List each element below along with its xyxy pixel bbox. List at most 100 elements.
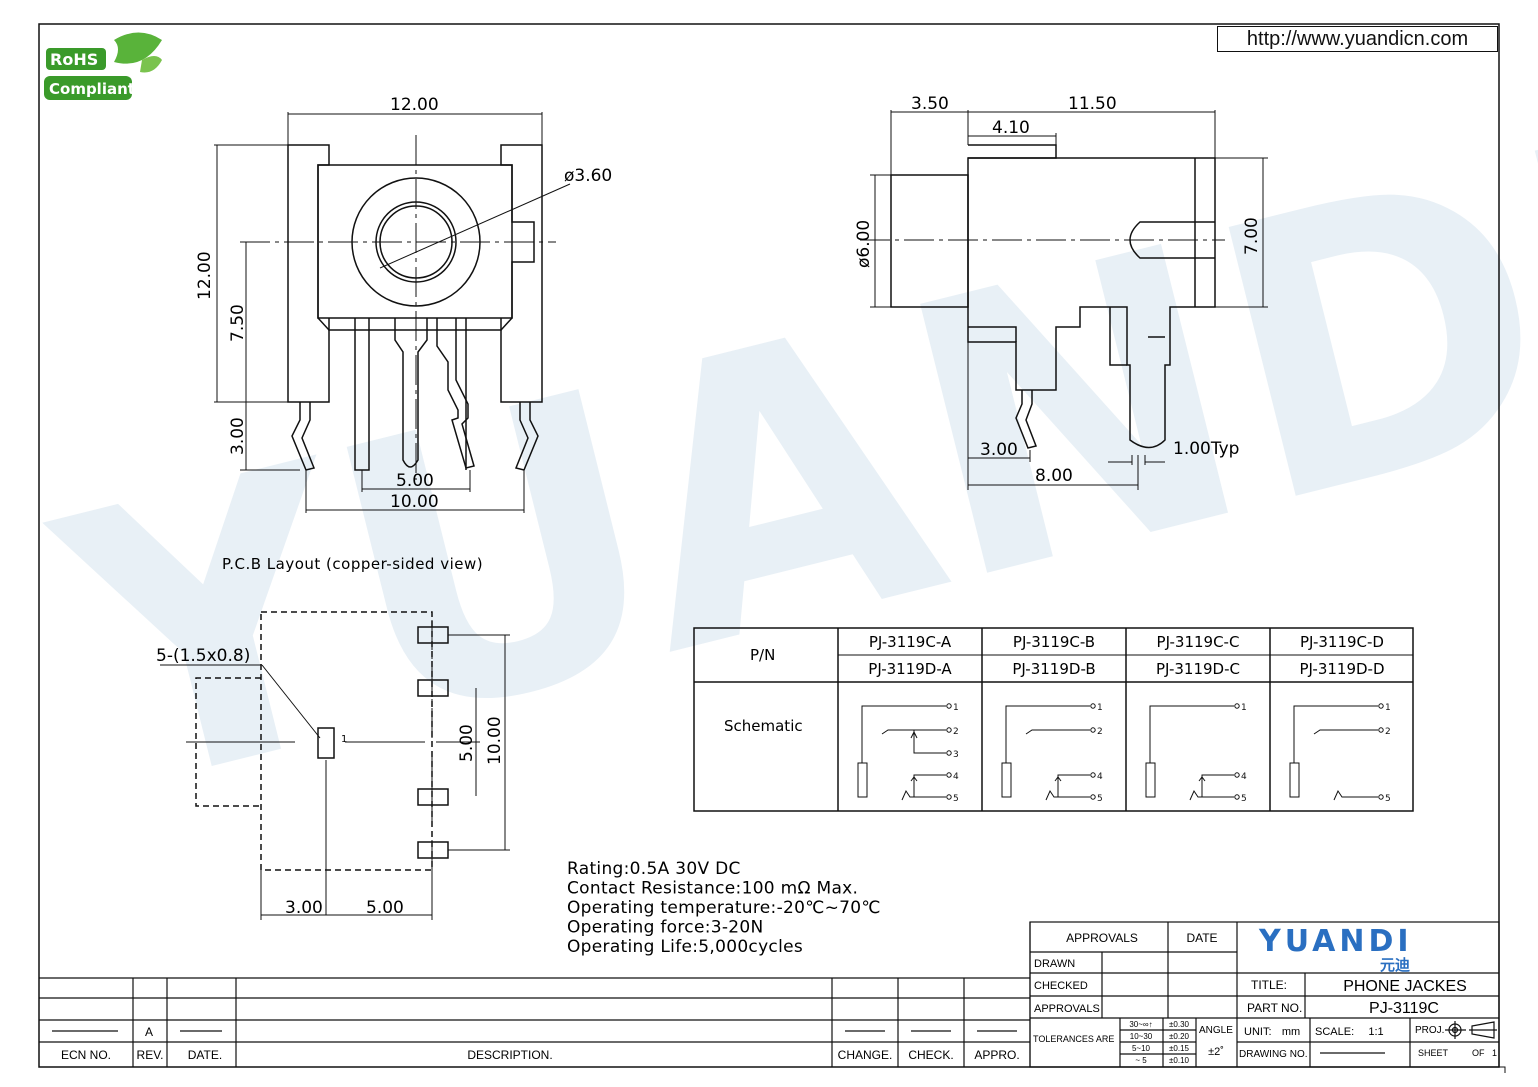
tolerance-range: 30~∞↑ — [1129, 1020, 1152, 1029]
schematic-pin-label: 3 — [953, 750, 959, 760]
schematic-pin-label: 1 — [1097, 703, 1103, 713]
pcb-pad — [417, 841, 449, 859]
schematic-pin-label: 2 — [1097, 727, 1103, 737]
tolerance-range: 5~10 — [1132, 1044, 1151, 1053]
schematic-pin-label: 4 — [953, 772, 959, 782]
title-block-text: 1 — [1492, 1048, 1497, 1058]
pn-c-cell: PJ-3119C-A — [869, 633, 952, 651]
tolerance-value: ±0.15 — [1169, 1044, 1190, 1053]
pcb-layout — [160, 611, 510, 920]
pn-d-cell: PJ-3119D-C — [1156, 660, 1240, 678]
title-block-text: UNIT: — [1244, 1026, 1272, 1038]
pn-c-cell: PJ-3119C-D — [1300, 633, 1384, 651]
tolerance-range: ~ 5 — [1135, 1056, 1147, 1065]
website-url[interactable]: http://www.yuandicn.com — [1217, 26, 1498, 52]
title-block-text: PART NO. — [1247, 1001, 1302, 1015]
schematic-symbol: 1 2 5 — [1289, 703, 1391, 804]
revision-block — [39, 922, 1031, 1067]
revision-header: CHECK. — [908, 1048, 953, 1062]
side-dim-barrel: ø6.00 — [854, 220, 874, 268]
title-block-text: ±2˚ — [1208, 1046, 1224, 1058]
front-dim-width: 12.00 — [390, 95, 439, 115]
spec-line: Contact Resistance:100 mΩ Max. — [567, 879, 858, 899]
schematic-pin-label: 1 — [953, 703, 959, 713]
front-dim-pin-span: 10.00 — [390, 492, 439, 512]
front-dim-hole: ø3.60 — [564, 166, 612, 186]
pcb-pad — [417, 788, 449, 806]
tolerance-value: ±0.10 — [1169, 1056, 1190, 1065]
pn-d-cell: PJ-3119D-D — [1299, 660, 1384, 678]
sheet-border — [38, 23, 1500, 1068]
front-dim-height: 12.00 — [195, 251, 215, 300]
pcb-dim-half: 5.00 — [457, 724, 477, 762]
pcb-title: P.C.B Layout (copper-sided view) — [222, 555, 483, 573]
spec-line: Operating force:3-20N — [567, 918, 764, 938]
side-dim-front: 3.50 — [911, 94, 949, 114]
title-block-text: PROJ. — [1415, 1025, 1444, 1036]
title-block-text: APPROVALS — [1034, 1003, 1100, 1015]
pn-table — [693, 627, 1414, 812]
revision-header: DESCRIPTION. — [467, 1048, 552, 1062]
side-dim-body: 11.50 — [1068, 94, 1117, 114]
pn-d-cell: PJ-3119D-B — [1012, 660, 1095, 678]
side-view — [860, 110, 1268, 490]
pcb-dim-left: 3.00 — [285, 898, 323, 918]
schematic-pin-label: 2 — [953, 727, 959, 737]
side-dim-pin-offset: 3.00 — [980, 440, 1018, 460]
schematic-pin-label: 2 — [1385, 727, 1391, 737]
title-block-text: SCALE: — [1315, 1026, 1354, 1038]
pn-c-cell: PJ-3119C-B — [1013, 633, 1095, 651]
schematic-pin-label: 1 — [1385, 703, 1391, 713]
revision-header: REV. — [137, 1048, 164, 1062]
title-block-text: APPROVALS — [1066, 931, 1138, 945]
pcb-pad-1 — [317, 727, 335, 759]
revision-header: DATE. — [188, 1048, 222, 1062]
title-block-text: 1:1 — [1368, 1026, 1383, 1038]
revision-header: ECN NO. — [61, 1048, 111, 1062]
front-view — [214, 112, 571, 513]
rev-value: A — [145, 1025, 153, 1039]
side-dim-pin-width: 1.00Typ — [1173, 439, 1239, 459]
rohs-badge: RoHS Compliant — [44, 32, 162, 100]
title-block-text: PJ-3119C — [1369, 1000, 1439, 1017]
spec-line: Operating Life:5,000cycles — [567, 937, 803, 957]
title-block-text: TITLE: — [1251, 978, 1287, 992]
title-block-text: SHEET — [1418, 1048, 1449, 1058]
rohs-line2: Compliant — [49, 80, 135, 98]
title-block-text: mm — [1282, 1026, 1300, 1038]
title-block-text: DRAWN — [1034, 958, 1075, 970]
pn-c-cell: PJ-3119C-C — [1157, 633, 1240, 651]
front-dim-pin-pitch: 5.00 — [396, 471, 434, 491]
title-block-text: OF — [1472, 1048, 1485, 1058]
schematic-pin-label: 5 — [1097, 794, 1103, 804]
pcb-pad-label: 5-(1.5x0.8) — [156, 646, 250, 666]
pcb-dim-right: 5.00 — [366, 898, 404, 918]
pn-cells: PJ-3119C-APJ-3119D-APJ-3119C-BPJ-3119D-B… — [868, 633, 1384, 678]
schematic-symbol: 145 — [1145, 703, 1247, 804]
pcb-dim-full: 10.00 — [485, 716, 505, 765]
schematic-pin-label: 5 — [1385, 794, 1391, 804]
side-dim-body-height: 7.00 — [1242, 217, 1262, 255]
title-block-text: DRAWING NO. — [1239, 1049, 1308, 1060]
tolerance-range: 10~30 — [1130, 1032, 1153, 1041]
revision-headers: ECN NO. REV. DATE. DESCRIPTION. CHANGE. CHECK… — [61, 1048, 1020, 1062]
spec-line: Operating temperature:-20℃~70℃ — [567, 898, 881, 918]
tolerance-value: ±0.30 — [1169, 1020, 1190, 1029]
revision-header: CHANGE. — [838, 1048, 893, 1062]
pn-label: P/N — [750, 646, 775, 664]
front-dim-pin-len: 3.00 — [228, 417, 248, 455]
pcb-pin1-label: 1 — [341, 734, 347, 745]
schematic-pin-label: 5 — [1241, 794, 1247, 804]
title-logo: YUANDI — [1258, 924, 1413, 959]
title-block-text: DATE — [1186, 931, 1217, 945]
side-dim-top-step: 4.10 — [992, 118, 1030, 138]
front-dim-center-height: 7.50 — [228, 304, 248, 342]
watermark: YUANDI — [22, 51, 1538, 879]
tolerance-value: ±0.20 — [1169, 1032, 1190, 1041]
watermark-text: YUANDI — [22, 51, 1538, 879]
